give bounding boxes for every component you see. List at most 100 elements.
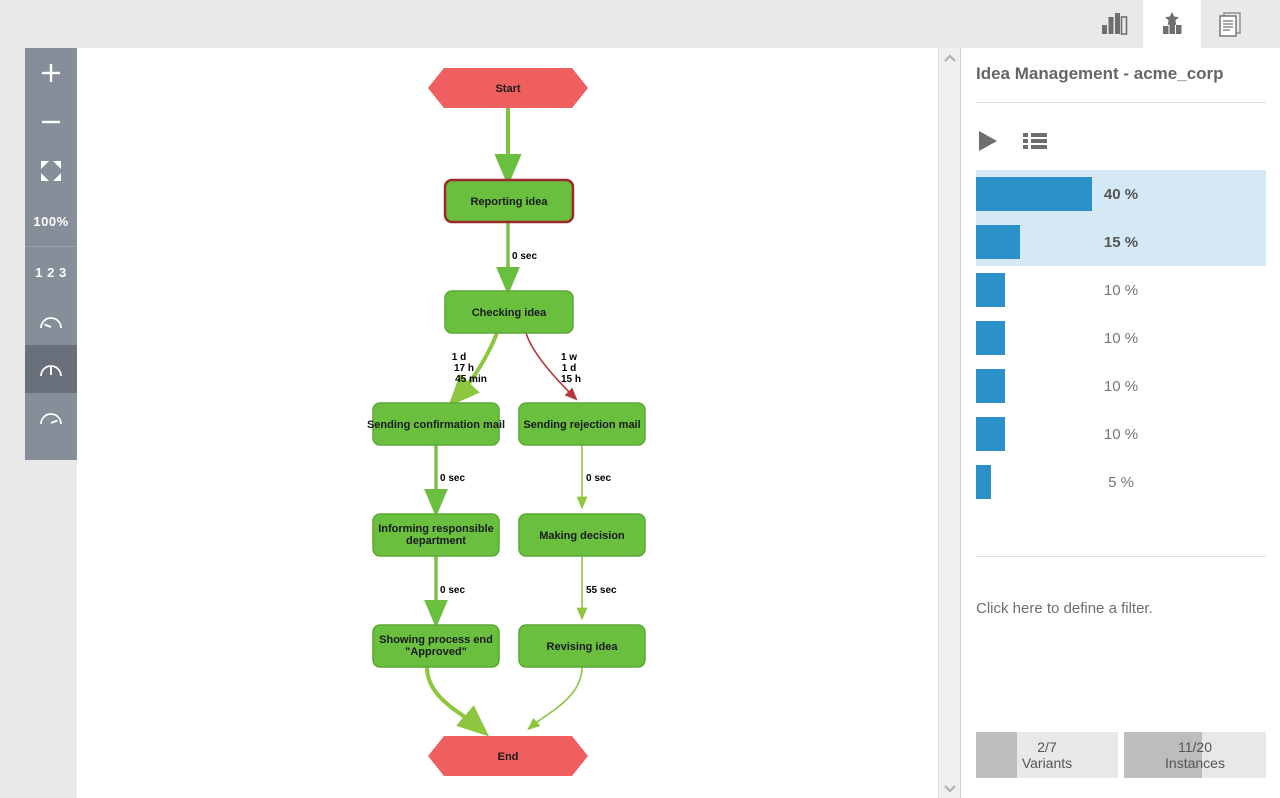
variant-bar <box>976 177 1092 211</box>
scroll-down-button[interactable] <box>939 778 961 798</box>
edge-confirm-to-inform: 0 sec <box>424 445 465 517</box>
canvas-vertical-scrollbar[interactable] <box>938 48 961 798</box>
variant-percentage-label: 40 % <box>1103 185 1139 203</box>
edge-label-confirm-inform: 0 sec <box>440 473 465 484</box>
node-making-decision[interactable]: Making decision <box>518 513 646 557</box>
gauge-mid-icon <box>40 365 62 377</box>
chevron-up-icon <box>944 53 956 62</box>
edge-label-inform-approve: 0 sec <box>440 585 465 596</box>
zoom-level-button[interactable]: 100% <box>25 196 77 246</box>
node-showing-process-end[interactable]: Showing process end "Approved" <box>372 624 500 668</box>
edge-label-check-confirm-1: 1 d <box>452 352 466 363</box>
edge-check-to-reject: 1 w 1 d 15 h <box>525 332 581 401</box>
edge-approve-to-end <box>425 666 490 737</box>
node-showing-line1: Showing process end <box>379 634 493 646</box>
node-sending-confirmation-mail-label: Sending confirmation mail <box>367 419 505 431</box>
node-end[interactable]: End <box>428 736 588 776</box>
edge-label-report-check: 0 sec <box>512 251 537 262</box>
node-revising-idea[interactable]: Revising idea <box>518 624 646 668</box>
edge-label-check-reject-1: 1 w <box>561 352 577 363</box>
variant-percentage-label: 5 % <box>1108 473 1134 491</box>
edge-reject-to-decide: 0 sec <box>576 445 611 510</box>
bar-chart-icon <box>1102 13 1128 35</box>
numbers-label: 1 2 3 <box>35 264 67 280</box>
gauge-mid-button[interactable] <box>25 345 77 393</box>
panel-toolbar <box>976 118 1266 164</box>
filter-prompt[interactable]: Click here to define a filter. <box>976 600 1153 617</box>
variant-percentage-label: 10 % <box>1103 377 1139 395</box>
variant-bar <box>976 321 1005 355</box>
node-checking-idea[interactable]: Checking idea <box>444 290 574 334</box>
variant-percentage-label: 15 % <box>1103 233 1139 251</box>
fit-screen-icon <box>41 161 61 181</box>
edge-label-reject-decide: 0 sec <box>586 473 611 484</box>
node-start[interactable]: Start <box>428 68 588 108</box>
gauge-low-button[interactable] <box>25 297 77 345</box>
variant-row[interactable]: 15 % <box>976 218 1266 266</box>
variants-stat-caption: Variants <box>1021 755 1073 771</box>
instances-stat-value: 11/20 <box>1178 738 1212 755</box>
play-button[interactable] <box>976 128 1000 154</box>
chevron-down-icon <box>944 784 956 793</box>
variant-bar <box>976 369 1005 403</box>
edge-check-to-confirm: 1 d 17 h 45 min <box>448 332 499 407</box>
app-header <box>0 0 1280 48</box>
process-diagram-canvas[interactable]: 0 sec 1 d 17 h 45 min 1 w 1 d 15 h 0 sec… <box>77 48 938 798</box>
toolbar-divider <box>25 246 77 247</box>
variants-stat-fill <box>976 732 1018 778</box>
edge-label-decide-revise: 55 sec <box>586 585 617 596</box>
variant-bar <box>976 417 1005 451</box>
play-icon <box>979 131 997 151</box>
list-view-button[interactable] <box>1022 130 1048 152</box>
canvas-toolbar: 100% 1 2 3 <box>25 48 77 460</box>
instances-stat[interactable]: 11/20 Instances <box>1124 732 1266 778</box>
documents-tab[interactable] <box>1201 0 1259 48</box>
edge-report-to-check: 0 sec <box>496 222 537 295</box>
node-making-decision-label: Making decision <box>539 530 625 542</box>
star-chart-icon <box>1163 12 1182 34</box>
node-revising-idea-label: Revising idea <box>547 641 619 653</box>
plus-icon <box>42 64 60 82</box>
variants-panel: Idea Management - acme_corp 40 % 15 % 10 %… <box>960 48 1280 798</box>
variant-bar <box>976 225 1020 259</box>
variant-row[interactable]: 10 % <box>976 362 1266 410</box>
edge-label-check-confirm-2: 17 h <box>454 363 474 374</box>
variant-row[interactable]: 10 % <box>976 266 1266 314</box>
documents-icon <box>1219 12 1241 37</box>
zoom-out-button[interactable] <box>25 98 77 146</box>
variants-stat[interactable]: 2/7 Variants <box>976 732 1118 778</box>
variant-bar <box>976 273 1005 307</box>
gauge-high-icon <box>40 413 62 425</box>
node-informing-responsible-department[interactable]: Informing responsible department <box>372 513 500 557</box>
edge-revise-to-end <box>527 666 583 731</box>
list-icon <box>1023 133 1047 149</box>
panel-title: Idea Management - acme_corp <box>976 64 1224 83</box>
node-start-label: Start <box>495 83 520 95</box>
instances-stat-text: 11/20 Instances <box>1124 732 1266 778</box>
star-chart-tab[interactable] <box>1143 0 1201 48</box>
node-sending-confirmation-mail[interactable]: Sending confirmation mail <box>367 402 505 446</box>
variant-row[interactable]: 40 % <box>976 170 1266 218</box>
variants-stat-value: 2/7 <box>1037 738 1057 755</box>
gauge-high-button[interactable] <box>25 393 77 441</box>
variant-row[interactable]: 10 % <box>976 410 1266 458</box>
variants-stat-text: 2/7 Variants <box>976 732 1118 778</box>
panel-divider-2 <box>976 556 1266 557</box>
numbers-toggle-button[interactable]: 1 2 3 <box>25 247 77 297</box>
edge-decide-to-revise: 55 sec <box>576 556 617 621</box>
variant-row[interactable]: 10 % <box>976 314 1266 362</box>
variant-percentage-label: 10 % <box>1103 329 1139 347</box>
scroll-up-button[interactable] <box>939 48 961 68</box>
node-informing-line2: department <box>406 535 466 547</box>
node-checking-idea-label: Checking idea <box>472 307 547 319</box>
node-showing-line2: "Approved" <box>405 646 467 658</box>
fit-to-screen-button[interactable] <box>25 146 77 196</box>
node-informing-line1: Informing responsible <box>378 523 494 535</box>
zoom-in-button[interactable] <box>25 48 77 98</box>
variant-row[interactable]: 5 % <box>976 458 1266 506</box>
node-reporting-idea[interactable]: Reporting idea <box>443 178 575 224</box>
edge-inform-to-approve: 0 sec <box>424 556 465 628</box>
node-sending-rejection-mail[interactable]: Sending rejection mail <box>518 402 646 446</box>
bar-chart-tab[interactable] <box>1085 0 1143 48</box>
process-flow-graph: 0 sec 1 d 17 h 45 min 1 w 1 d 15 h 0 sec… <box>367 68 646 776</box>
